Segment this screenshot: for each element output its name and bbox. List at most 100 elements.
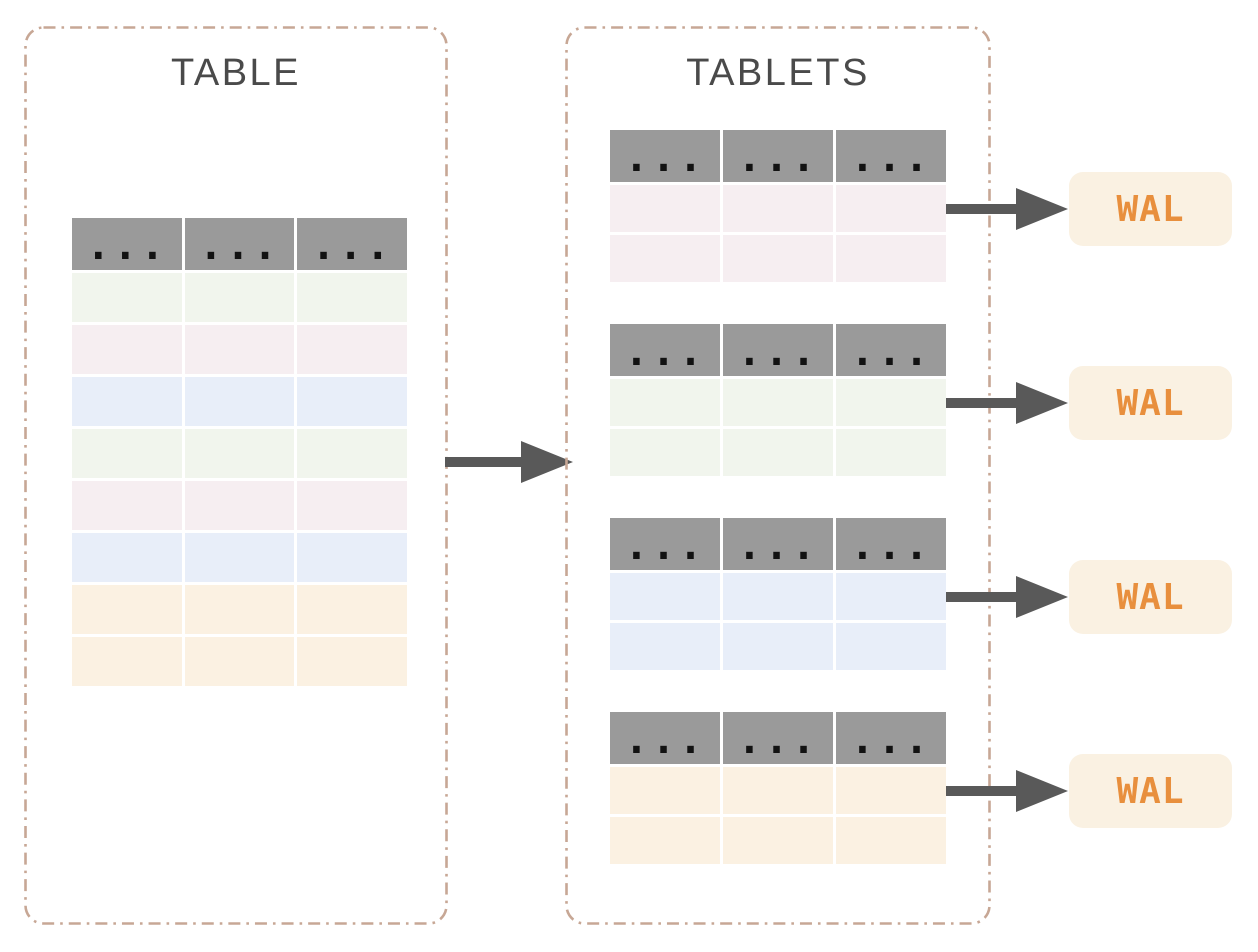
tablet-row-cell [723, 623, 833, 670]
tablet-row-cell [836, 817, 946, 864]
table-row-cell [297, 637, 407, 686]
table-header-cell: ... [836, 324, 946, 376]
ellipsis-icon: ... [850, 523, 932, 569]
table-row-cell [184, 585, 295, 634]
wal-box: WAL [1069, 172, 1232, 246]
table-row-cell [72, 429, 182, 478]
wal-label: WAL [1116, 576, 1185, 618]
ellipsis-icon: ... [850, 135, 932, 181]
table-row-cell [72, 325, 182, 374]
table-row-cell [184, 637, 295, 686]
table-row-cell [72, 585, 182, 634]
table-row-cell [72, 273, 182, 322]
dashed-border [24, 26, 448, 925]
tablet-table-2: ... ... ... [610, 324, 946, 476]
tablet-row-cell [610, 573, 720, 620]
wal-arrow-icon [946, 382, 1068, 424]
tablet-table-4: ... ... ... [610, 712, 946, 864]
tablet-row-cell [836, 379, 946, 426]
wal-label: WAL [1116, 382, 1185, 424]
table-header-cell: ... [297, 218, 407, 270]
table-row-cell [297, 585, 407, 634]
table-row-cell [297, 481, 407, 530]
wal-arrow-icon [946, 188, 1068, 230]
table-row-cell [184, 533, 295, 582]
table-row-cell [72, 533, 182, 582]
table-row-cell [184, 429, 295, 478]
ellipsis-icon: ... [86, 223, 168, 269]
tablet-row-cell [723, 767, 833, 814]
tablet-row-cell [610, 767, 720, 814]
wal-arrow-icon [946, 770, 1068, 812]
ellipsis-icon: ... [737, 523, 819, 569]
table-row-cell [297, 533, 407, 582]
table-header-cell: ... [184, 218, 295, 270]
ellipsis-icon: ... [737, 717, 819, 763]
wal-box: WAL [1069, 560, 1232, 634]
tablet-row-cell [836, 235, 946, 282]
tablet-row-cell [836, 185, 946, 232]
tablet-row-cell [723, 573, 833, 620]
table-header-cell: ... [723, 130, 833, 182]
ellipsis-icon: ... [850, 717, 932, 763]
table-header-cell: ... [836, 712, 946, 764]
table-row-cell [184, 481, 295, 530]
wal-label: WAL [1116, 770, 1185, 812]
ellipsis-icon: ... [737, 329, 819, 375]
wal-box: WAL [1069, 754, 1232, 828]
wal-box: WAL [1069, 366, 1232, 440]
tablet-row-cell [610, 185, 720, 232]
dashed-border [565, 26, 991, 925]
tablet-row-cell [723, 235, 833, 282]
table-row-cell [297, 273, 407, 322]
tablets-panel: TABLETS ... ... ... ... ... ... ... ... [565, 26, 991, 925]
tablet-row-cell [723, 185, 833, 232]
wal-label: WAL [1116, 188, 1185, 230]
tablet-row-cell [610, 429, 720, 476]
table-panel: TABLE ... ... ... [24, 26, 448, 925]
table-header-cell: ... [610, 324, 720, 376]
tablets-panel-title: TABLETS [686, 52, 870, 94]
ellipsis-icon: ... [311, 223, 393, 269]
table-header-cell: ... [836, 518, 946, 570]
source-table: ... ... ... [72, 218, 407, 686]
ellipsis-icon: ... [624, 329, 706, 375]
tablet-row-cell [836, 573, 946, 620]
tablet-table-1: ... ... ... [610, 130, 946, 282]
tablet-row-cell [723, 429, 833, 476]
ellipsis-icon: ... [624, 135, 706, 181]
table-row-cell [184, 273, 295, 322]
tablet-row-cell [610, 235, 720, 282]
ellipsis-icon: ... [198, 223, 281, 269]
ellipsis-icon: ... [737, 135, 819, 181]
table-header-cell: ... [723, 324, 833, 376]
ellipsis-icon: ... [850, 329, 932, 375]
table-row-cell [297, 325, 407, 374]
table-header-cell: ... [723, 518, 833, 570]
wal-arrow-icon [946, 576, 1068, 618]
table-row-cell [297, 377, 407, 426]
tablet-row-cell [836, 429, 946, 476]
table-row-cell [184, 377, 295, 426]
table-row-cell [72, 481, 182, 530]
table-header-cell: ... [610, 712, 720, 764]
table-row-cell [72, 377, 182, 426]
table-panel-title: TABLE [170, 52, 302, 94]
tablet-row-cell [610, 817, 720, 864]
tablet-row-cell [836, 623, 946, 670]
ellipsis-icon: ... [624, 717, 706, 763]
table-header-cell: ... [610, 518, 720, 570]
table-header-cell: ... [72, 218, 182, 270]
split-arrow-icon [445, 441, 573, 483]
tablet-row-cell [836, 767, 946, 814]
table-row-cell [184, 325, 295, 374]
table-header-cell: ... [610, 130, 720, 182]
tablet-row-cell [723, 817, 833, 864]
tablet-row-cell [610, 379, 720, 426]
table-header-cell: ... [723, 712, 833, 764]
table-row-cell [72, 637, 182, 686]
tablet-row-cell [610, 623, 720, 670]
ellipsis-icon: ... [624, 523, 706, 569]
table-row-cell [297, 429, 407, 478]
